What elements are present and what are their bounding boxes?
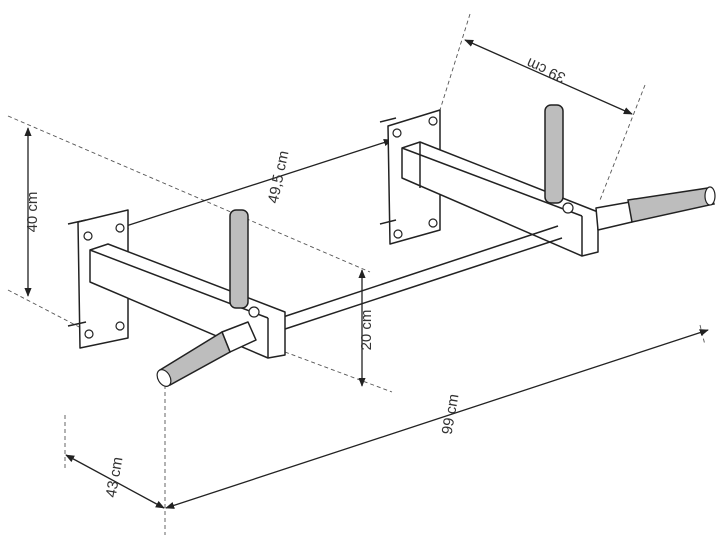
dimension-lines bbox=[24, 39, 709, 509]
label-99cm: 99 cm bbox=[439, 393, 463, 436]
label-43cm: 43 cm bbox=[103, 456, 127, 499]
right-wall-bracket bbox=[379, 104, 599, 257]
right-handle bbox=[595, 186, 716, 231]
dim-line-49-5 bbox=[119, 139, 393, 229]
dim-line-39 bbox=[464, 39, 633, 115]
label-49-5cm: 49,5 cm bbox=[265, 149, 293, 205]
dim-line-43 bbox=[65, 454, 165, 509]
label-39cm: 39 cm bbox=[524, 54, 568, 86]
left-handle bbox=[156, 321, 257, 387]
dim-line-99 bbox=[165, 329, 709, 509]
label-20cm: 20 cm bbox=[358, 310, 375, 351]
label-40cm: 40 cm bbox=[24, 192, 41, 233]
crossbar bbox=[279, 225, 563, 331]
